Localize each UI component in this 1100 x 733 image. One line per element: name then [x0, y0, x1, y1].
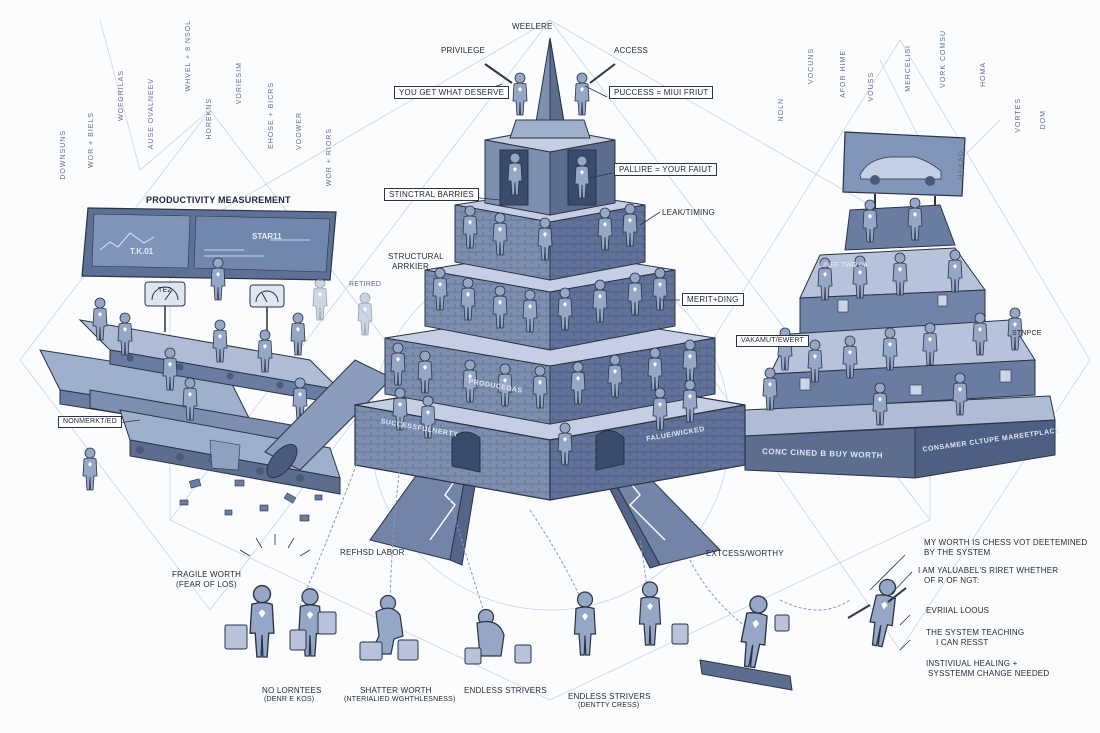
scrawl-text: WOFGRILAS — [118, 70, 127, 121]
refused-labor-label: REFHSD LABOR — [340, 548, 405, 557]
healing-line1: INSTIVIUAL HEALING + — [926, 659, 1018, 668]
screen-start-text: STAR11 — [252, 232, 282, 241]
endless-strivers-sub: (DENTTY CRESS) — [578, 702, 639, 710]
merit-callout: MERIT+DING — [682, 293, 744, 306]
scrawl-text: WHVEL + 8 NSOL — [185, 20, 194, 92]
scrawl-text: VORTES — [1015, 98, 1024, 133]
scrawl-text: HEKAO — [958, 150, 967, 180]
scrawl-text: WOR + BIELS — [88, 112, 97, 168]
structural-label-line1: STRUCTURAL — [388, 252, 444, 261]
excess-worthy-label: EXTCESS/WORTHY — [706, 549, 784, 558]
scrawl-text: VOUSS — [868, 72, 877, 102]
no-lorntees-label: NO LORNTEES — [262, 686, 322, 695]
privilege-label: PRIVILEGE — [441, 46, 485, 55]
scrawl-text: NOLN — [778, 98, 787, 121]
teaching-line2: I CAN RESST — [936, 638, 988, 647]
left-factory — [40, 208, 392, 521]
eternal-label: EVRIIAL LOOUS — [926, 606, 989, 615]
right-marketplace — [745, 132, 1055, 478]
endless-strivers-label-2: ENDLESS STRIVERS — [568, 692, 651, 701]
structural-label-line2: ARRKIER — [392, 262, 429, 271]
endless-strivers-label-1: ENDLESS STRIVERS — [464, 686, 547, 695]
fragile-worth-sub: (FEAR OF LOS) — [176, 580, 237, 589]
scrawl-text: AUSE OVALNEEV — [148, 78, 157, 149]
healing-line2: SYSSTEMM CHANGE NEEDED — [928, 669, 1049, 678]
scrawl-text: VORK COMSU — [940, 30, 949, 88]
scrawl-text: EHOSE + BICRS — [268, 82, 277, 149]
retired-label: RETIRED — [349, 281, 381, 289]
scrawl-text: VOOWER — [296, 112, 305, 150]
teaching-line1: THE SYSTEM TEACHING — [926, 628, 1024, 637]
luck-label: LEAK/TIMING — [662, 208, 715, 217]
gauge-readout: TE2 — [158, 287, 171, 295]
deserve-callout: YOU GET WHAT DESERVE — [394, 86, 509, 99]
valuable-statement-line2: OF R OF NGT: — [924, 576, 979, 585]
success-callout: PUCCESS = MIUI FRIUT — [609, 86, 713, 99]
no-lorntees-sub: (DENR E KOS) — [264, 696, 314, 704]
access-label: ACCESS — [614, 46, 648, 55]
scrawl-text: HOMA — [980, 62, 989, 87]
market-band-text: UNEF TWO 06 — [820, 262, 867, 269]
scrawl-text: VORIESIM — [236, 62, 245, 104]
fragile-worth-label: FRAGILE WORTH — [172, 570, 241, 579]
market-side-label: STNPCE — [1012, 330, 1042, 338]
worth-statement-line1: MY WORTH IS CHESS VOT DEETEMINED — [924, 538, 1087, 547]
shatter-worth-sub: (NTERIALIED WGHTHLESNESS) — [344, 696, 456, 704]
worth-statement-line2: BY THE SYSTEM — [924, 548, 990, 557]
scrawl-text: MERCELISI — [905, 45, 914, 92]
scrawl-text: DOM — [1040, 110, 1049, 129]
shatter-worth-label: SHATTER WORTH — [360, 686, 432, 695]
barriers-callout: STINCTRAL BARRIES — [384, 188, 479, 201]
screen-kpi-text: T.K.01 — [130, 247, 153, 256]
productivity-heading: PRODUCTIVITY MEASUREMENT — [146, 195, 291, 205]
scrawl-text: VOCUNS — [808, 48, 817, 84]
failure-callout: PALLIRE = YOUR FAIUT — [614, 163, 717, 176]
valuable-statement-line1: I AM YALUABEL'S RIRET WHETHER — [918, 566, 1058, 575]
scrawl-text: WOR + RIORS — [326, 128, 335, 186]
scrawl-text: AFOR HIME — [840, 50, 849, 98]
nonmarket-callout: NONMERKT/ED — [58, 416, 122, 428]
title-label: WEELERE — [512, 22, 553, 31]
scrawl-text: HOREKNS — [206, 98, 215, 140]
scrawl-text: DOWNSUNS — [60, 130, 69, 180]
valuation-callout: VAKAMUT/EWERT — [736, 335, 809, 347]
